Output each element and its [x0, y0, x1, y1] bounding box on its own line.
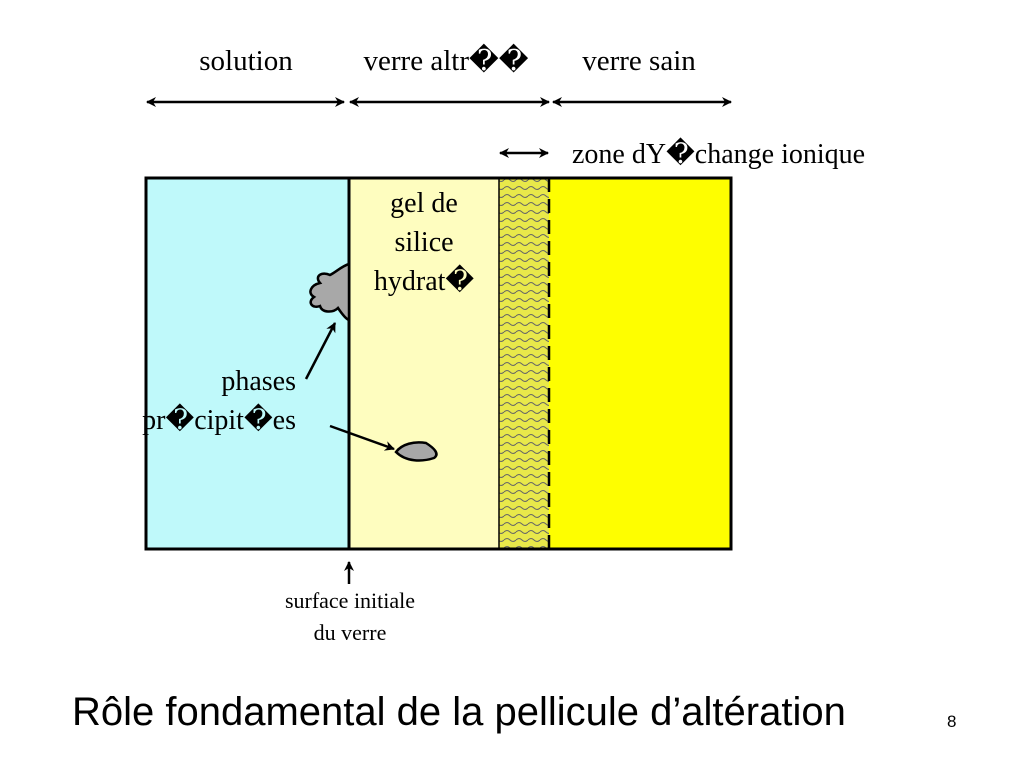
page-number: 8 [947, 712, 956, 731]
precipitate-at-surface [309, 262, 351, 322]
slide-title: Rôle fondamental de la pellicule d’altér… [72, 690, 846, 734]
header-altered-glass: verre altr�� [364, 43, 529, 77]
phases-label-line-2: pr�cipit�es [142, 403, 296, 436]
sound-glass-region [549, 178, 731, 549]
gel-label-line-1: gel de [390, 188, 458, 219]
gel-label-line-2: silice [394, 227, 453, 258]
gel-layer-region [349, 178, 499, 549]
phases-label-line-1: phases [221, 366, 296, 397]
diagram-frame [144, 176, 733, 551]
phases-pointer-arrow-gel [329, 424, 395, 451]
exchange-zone-region [499, 178, 549, 549]
exchange-zone-label: zone dY�change ionique [572, 137, 865, 170]
phases-pointer-arrow-surface [304, 322, 337, 380]
precipitate-in-gel [394, 441, 438, 462]
solution-region [146, 178, 349, 549]
initial-surface-label-line-2: du verre [314, 620, 387, 645]
gel-label-line-3: hydrat� [374, 264, 475, 297]
initial-surface-label-line-1: surface initiale [285, 588, 415, 613]
header-solution: solution [199, 45, 293, 77]
header-sound-glass: verre sain [582, 45, 696, 77]
